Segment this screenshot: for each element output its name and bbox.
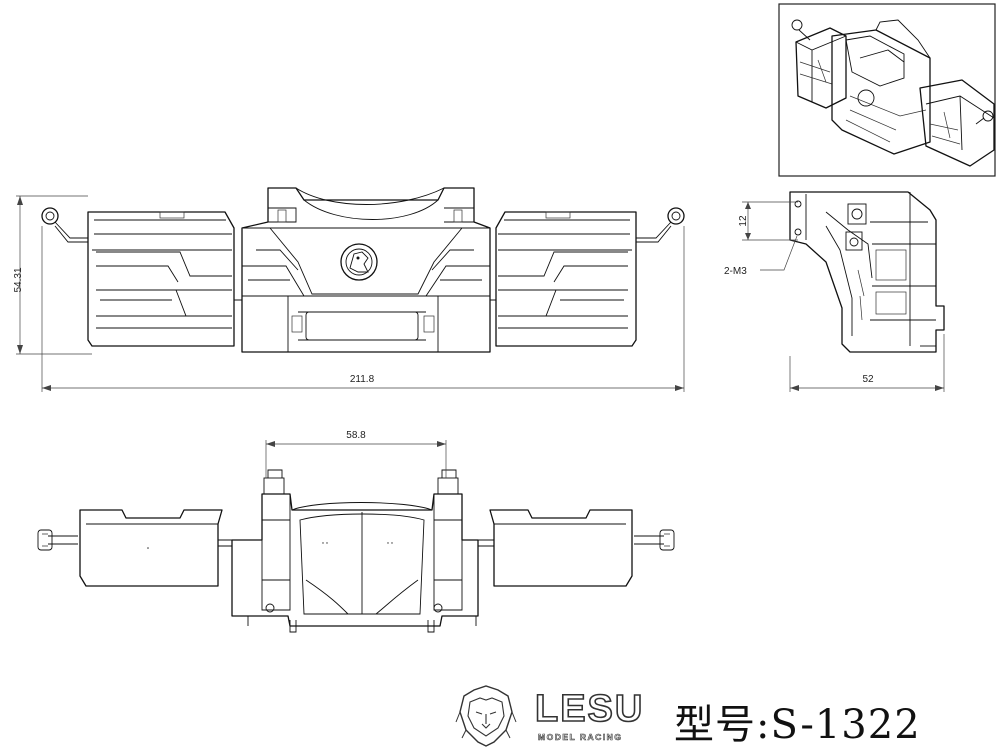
screw-leader xyxy=(760,235,798,271)
isometric-view-sketch xyxy=(791,19,995,167)
left-mirror xyxy=(41,207,88,243)
screw-spec-label: 2-M3 xyxy=(724,266,747,277)
left-tray xyxy=(79,509,223,587)
side-view: 12 2-M3 52 xyxy=(724,191,945,392)
brand-name: LESU xyxy=(534,687,645,731)
model-number: 型号:S-1322 xyxy=(674,702,921,748)
right-mirror xyxy=(636,207,685,243)
hole-offset-dimension xyxy=(742,201,798,241)
center-width-label: 58.8 xyxy=(346,430,366,441)
left-mirror-arm xyxy=(37,529,78,551)
front-view: 54.31 211.8 xyxy=(13,187,685,392)
height-dimension-label: 54.31 xyxy=(13,267,24,292)
brand-footer: LESU MODEL RACING 型号:S-1322 xyxy=(460,687,980,748)
right-tray xyxy=(489,509,633,587)
brand-tagline: MODEL RACING xyxy=(538,732,623,743)
depth-dimension xyxy=(789,334,945,392)
lion-head-icon xyxy=(455,685,517,747)
center-body-top xyxy=(231,469,479,633)
right-lamp-box xyxy=(495,211,637,347)
right-mirror-arm xyxy=(634,529,675,551)
griffin-emblem-icon xyxy=(340,243,378,281)
depth-dimension-label: 52 xyxy=(862,374,874,385)
top-view: 58.8 xyxy=(37,430,675,633)
center-width-dimension xyxy=(265,440,447,478)
height-dimension xyxy=(16,195,92,355)
width-dimension-label: 211.8 xyxy=(350,374,375,385)
width-dimension xyxy=(41,226,685,392)
center-housing xyxy=(234,187,496,353)
isometric-inset xyxy=(778,3,996,177)
left-lamp-box xyxy=(87,211,235,347)
hole-offset-label: 12 xyxy=(738,215,749,227)
